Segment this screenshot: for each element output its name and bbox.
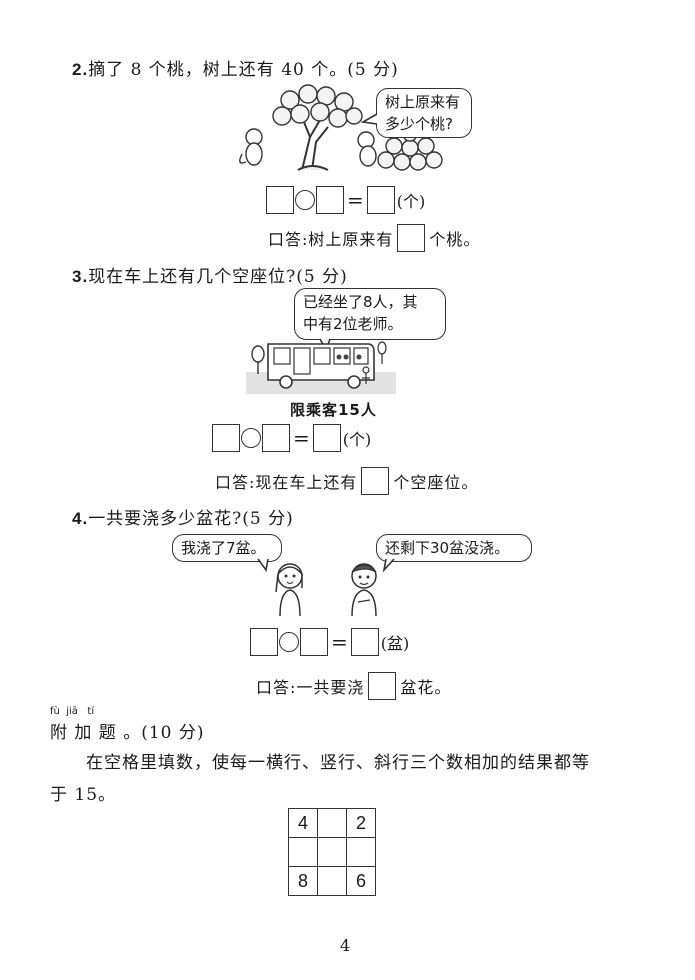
- answer-prefix: 口答:树上原来有: [268, 230, 394, 249]
- answer-line-q3: 口答:现在车上还有 个空座位。: [215, 467, 478, 495]
- grid-row: 4 2: [288, 808, 376, 838]
- equation-q2: = (个): [266, 186, 425, 214]
- bubble-tail-icon: [382, 558, 395, 573]
- question-number: 4.: [72, 509, 89, 528]
- question-2-title: 2.摘了 8 个桃，树上还有 40 个。(5 分): [72, 55, 399, 80]
- bus-illustration: [246, 341, 396, 394]
- answer-suffix: 盆花。: [400, 678, 452, 697]
- grid-cell: 4: [288, 808, 318, 838]
- bubble-tail-icon: [257, 558, 269, 572]
- operator-circle[interactable]: [279, 632, 299, 652]
- answer-box[interactable]: [350, 628, 379, 656]
- answer-box[interactable]: [262, 424, 290, 452]
- answer-box[interactable]: [212, 424, 240, 452]
- answer-prefix: 口答:现在车上还有: [215, 473, 358, 492]
- answer-box[interactable]: [300, 628, 328, 656]
- operator-circle[interactable]: [241, 428, 261, 448]
- answer-box[interactable]: [366, 186, 395, 214]
- question-text: 一共要浇多少盆花?(5 分): [88, 509, 294, 529]
- answer-box[interactable]: [250, 628, 278, 656]
- answer-suffix: 个空座位。: [393, 473, 479, 492]
- grid-cell-empty[interactable]: [288, 837, 318, 867]
- equals-sign: =: [293, 426, 310, 450]
- answer-line-q2: 口答:树上原来有 个桃。: [268, 224, 480, 252]
- answer-box[interactable]: [316, 186, 344, 214]
- grid-cell: 8: [288, 866, 318, 896]
- answer-box[interactable]: [368, 672, 397, 700]
- grid-row: [288, 837, 376, 867]
- question-number: 2.: [72, 60, 89, 79]
- grid-cell: 2: [346, 808, 376, 838]
- answer-prefix: 口答:一共要浇: [256, 678, 365, 697]
- answer-box[interactable]: [266, 186, 294, 214]
- equation-q4: = (盆): [250, 628, 409, 656]
- bubble-tail-icon: [360, 113, 378, 125]
- question-text: 摘了 8 个桃，树上还有 40 个。(5 分): [88, 60, 399, 80]
- page-number: 4: [340, 936, 351, 955]
- speech-bubble-girl: 我浇了7盆。: [172, 534, 282, 562]
- equation-q3: = (个): [212, 424, 371, 452]
- answer-box[interactable]: [361, 467, 390, 495]
- grid-cell-empty[interactable]: [317, 808, 347, 838]
- speech-bubble-boy: 还剩下30盆没浇。: [376, 534, 532, 562]
- bonus-instruction-line2: 于 15。: [50, 785, 117, 805]
- bonus-pinyin: fù jiā tí: [50, 706, 95, 717]
- unit-label: (盆): [380, 634, 410, 653]
- answer-box[interactable]: [397, 224, 426, 252]
- unit-label: (个): [342, 430, 372, 449]
- answer-box[interactable]: [312, 424, 341, 452]
- magic-square-grid: 4 2 8 6: [288, 808, 376, 896]
- operator-circle[interactable]: [295, 190, 315, 210]
- grid-cell-empty[interactable]: [317, 837, 347, 867]
- bonus-instruction-line1: 在空格里填数，使每一横行、竖行、斜行三个数相加的结果都等: [86, 753, 590, 773]
- speech-bubble-q2: 树上原来有 多少个桃?: [376, 88, 472, 138]
- answer-suffix: 个桃。: [429, 230, 481, 249]
- speech-bubble-q3: 已经坐了8人，其 中有2位老师。: [294, 288, 446, 340]
- question-number: 3.: [72, 267, 89, 286]
- unit-label: (个): [396, 192, 426, 211]
- equals-sign: =: [347, 188, 364, 212]
- grid-cell-empty[interactable]: [346, 837, 376, 867]
- bonus-title: 附 加 题 。(10 分): [50, 723, 205, 743]
- question-4-title: 4.一共要浇多少盆花?(5 分): [72, 504, 294, 529]
- children-illustration: [275, 563, 377, 617]
- equals-sign: =: [331, 630, 348, 654]
- peach-tree-monkeys-illustration: [239, 84, 443, 171]
- question-3-title: 3.现在车上还有几个空座位?(5 分): [72, 262, 348, 287]
- grid-cell-empty[interactable]: [317, 866, 347, 896]
- grid-cell: 6: [346, 866, 376, 896]
- answer-line-q4: 口答:一共要浇 盆花。: [256, 672, 451, 700]
- bus-capacity-caption: 限乘客15人: [290, 401, 377, 419]
- grid-row: 8 6: [288, 866, 376, 896]
- question-text: 现在车上还有几个空座位?(5 分): [88, 267, 348, 287]
